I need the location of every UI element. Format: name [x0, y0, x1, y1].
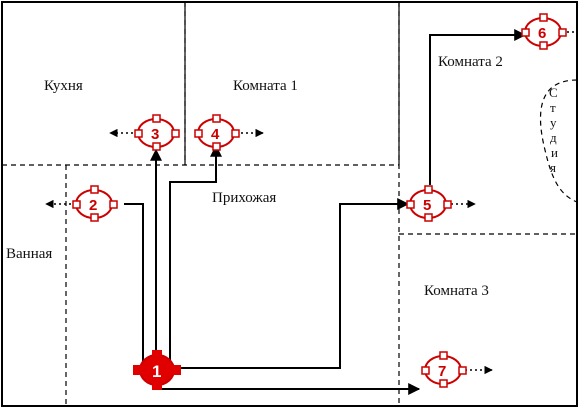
room-label-studio: С т у д и я	[549, 85, 558, 175]
room-label-bathroom: Ванная	[6, 246, 52, 262]
svg-text:2: 2	[89, 197, 97, 214]
svg-text:6: 6	[538, 25, 546, 42]
dotted-arrows	[45, 31, 578, 375]
svg-text:5: 5	[423, 197, 431, 214]
node-4: 4	[194, 114, 240, 151]
node-7: 7	[421, 351, 467, 388]
svg-text:я: я	[550, 160, 556, 175]
svg-text:т: т	[550, 100, 556, 115]
svg-text:1: 1	[152, 362, 161, 381]
room-label-room2: Комната 2	[438, 54, 503, 70]
room-label-room1: Комната 1	[233, 78, 298, 94]
node-1-main: 1	[133, 350, 181, 390]
room-label-kitchen: Кухня	[44, 78, 83, 94]
cable-runs	[124, 29, 527, 395]
svg-text:д: д	[550, 130, 557, 145]
node-2: 2	[72, 185, 118, 222]
room-label-room3: Комната 3	[424, 283, 489, 299]
svg-text:и: и	[551, 145, 558, 160]
svg-text:3: 3	[151, 126, 159, 143]
svg-text:С: С	[549, 85, 558, 100]
room-label-hallway: Прихожая	[212, 190, 276, 206]
node-5: 5	[406, 185, 452, 222]
node-3: 3	[134, 114, 180, 151]
svg-text:7: 7	[438, 363, 446, 380]
svg-text:4: 4	[211, 126, 220, 143]
svg-text:у: у	[550, 115, 557, 130]
node-6: 6	[521, 13, 567, 50]
